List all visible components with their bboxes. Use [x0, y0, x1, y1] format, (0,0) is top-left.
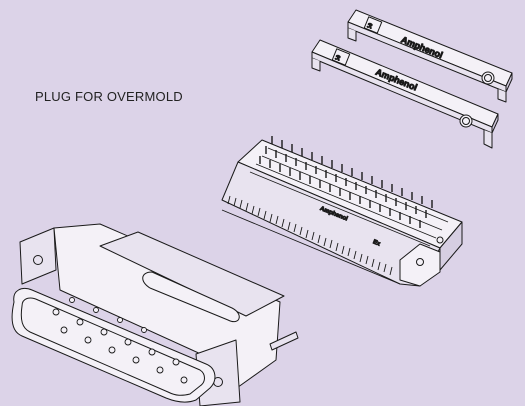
seal-icon — [459, 114, 473, 128]
dsub-shell — [11, 223, 299, 406]
slot-cutout — [142, 271, 240, 322]
seal-icon — [481, 71, 495, 85]
mark-icon — [331, 48, 351, 66]
strip-bottom-mark: ℛ — [334, 54, 341, 62]
mark-icon — [363, 16, 383, 34]
contact-block: Amphenol Ex — [221, 136, 463, 287]
strip-top-mark: ℛ — [366, 22, 373, 30]
cover-strip-bottom: ℛ Amphenol — [311, 39, 499, 149]
block-tag: Ex — [372, 239, 382, 248]
caption-label: PLUG FOR OVERMOLD — [35, 89, 183, 104]
